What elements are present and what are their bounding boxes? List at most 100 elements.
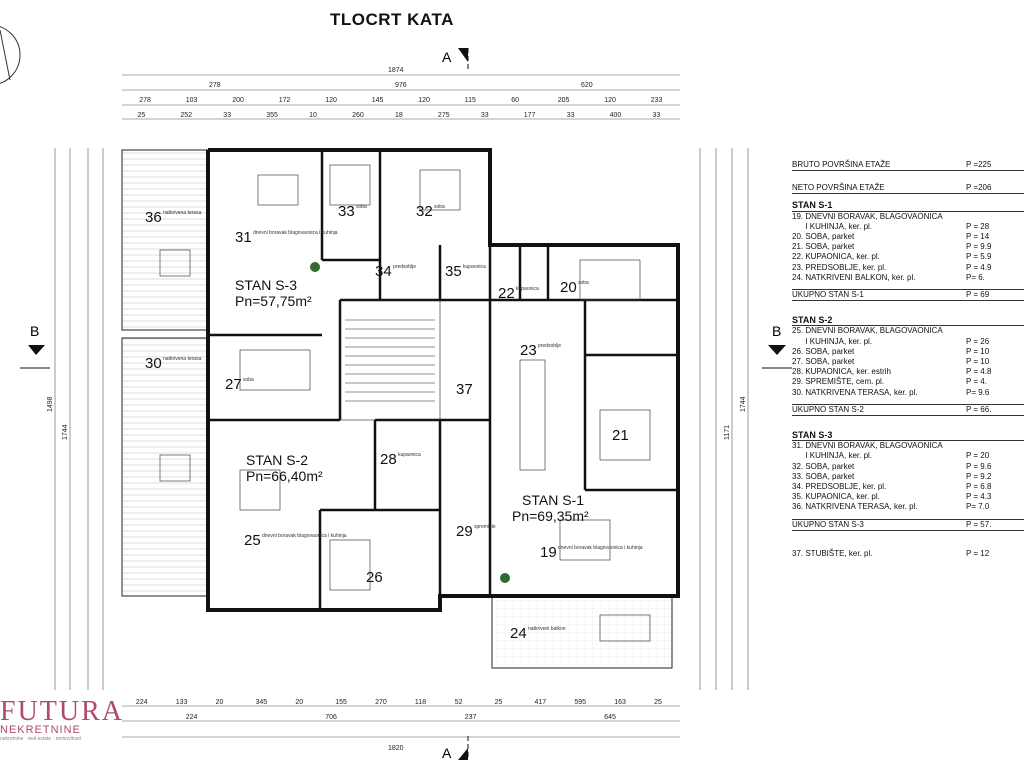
dimension-value: 20 — [295, 699, 303, 706]
row-label: 21. SOBA, parket — [792, 242, 855, 252]
room-name: soba — [578, 280, 589, 286]
room-number: 34 — [375, 263, 392, 280]
dimension-value: 706 — [325, 714, 337, 721]
room-name: natkrivena terasa — [163, 210, 202, 216]
row-label: 29. SPREMIŠTE, cem. pl. — [792, 377, 885, 387]
logo-tag: nekretnine · real estate · nemovitosti — [0, 736, 81, 742]
furniture — [159, 164, 651, 642]
bed-33 — [329, 164, 371, 206]
room-name: soba — [243, 377, 254, 383]
row-label: 32. SOBA, parket — [792, 461, 855, 471]
dimension-value: 620 — [581, 82, 593, 89]
dimension-value: 417 — [535, 699, 547, 706]
section-label: B — [772, 323, 781, 339]
dimension-value: 18 — [395, 112, 403, 119]
dimension-value: 120 — [418, 97, 430, 104]
dimension-value: 33 — [653, 112, 661, 119]
row-label: 36. NATKRIVENA TERASA, ker. pl. — [792, 502, 918, 512]
row-value: P = 4.8 — [966, 367, 992, 377]
room-name: soba — [434, 204, 445, 210]
table-row: 36. NATKRIVENA TERASA, ker. pl.P= 7.0 — [792, 502, 1024, 512]
section-label: A — [442, 745, 452, 761]
room-name: dnevni boravak blagovaonica i kuhinja — [558, 545, 643, 551]
dimension-value: 275 — [438, 112, 450, 119]
apt-label-s1: STAN S-1 — [522, 492, 584, 508]
left-overall-dim: 1498 — [47, 396, 54, 412]
dimension-value: 278 — [139, 97, 151, 104]
dimension-value: 118 — [415, 699, 426, 706]
row-value: P = 6.8 — [966, 482, 992, 492]
apt-area-s2: Pn=66,40m² — [246, 468, 323, 484]
row-label: 28. KUPAONICA, ker. estrih — [792, 367, 891, 377]
total-value: P = 69 — [966, 290, 990, 300]
bruto-label: BRUTO POVRŠINA ETAŽE — [792, 160, 891, 169]
dimension-value: 145 — [372, 97, 384, 104]
left-overall-dim-2: 1744 — [62, 424, 69, 440]
row-label: 24. NATKRIVENI BALKON, ker. pl. — [792, 272, 916, 282]
row-label: 25. DNEVNI BORAVAK, BLAGOVAONICA — [792, 326, 943, 336]
north-arrow-icon — [0, 26, 21, 84]
row-label: 20. SOBA, parket — [792, 232, 855, 242]
dimension-value: 645 — [604, 714, 616, 721]
bed-21 — [599, 409, 651, 461]
room-name: spremište — [474, 524, 496, 530]
plant-icon — [500, 573, 510, 583]
dimension-value: 270 — [375, 699, 387, 706]
row-value: P = 14 — [966, 232, 990, 242]
stairs-row: 37. STUBIŠTE, ker. pl. P = 12 — [792, 549, 1024, 559]
row-value: P = 9.6 — [966, 461, 992, 471]
area-table: BRUTO POVRŠINA ETAŽE P =225 NETO POVRŠIN… — [792, 160, 1024, 559]
room-number: 35 — [445, 263, 462, 280]
room-number: 21 — [612, 427, 629, 444]
dimension-value: 120 — [604, 97, 616, 104]
dimension-value: 33 — [481, 112, 489, 119]
dimension-value: 976 — [395, 82, 407, 89]
apt-area-s1: Pn=69,35m² — [512, 508, 589, 524]
room-name: kupaonica — [463, 264, 486, 270]
balcony-24-area — [491, 595, 673, 669]
neto-value: P =206 — [966, 183, 992, 193]
dimension-value: 60 — [511, 97, 519, 104]
neto-label: NETO POVRŠINA ETAŽE — [792, 183, 885, 193]
room-number: 31 — [235, 229, 252, 246]
dimension-value: 1820 — [388, 745, 404, 752]
dimension-value: 595 — [574, 699, 586, 706]
section-header: STAN S-1 — [792, 200, 1024, 212]
row-value: P = 28 — [966, 221, 990, 231]
table-row: 23. PREDSOBLJE, ker. pl.P = 4.9 — [792, 263, 1024, 273]
row-label: I KUHINJA, ker. pl. — [792, 221, 873, 231]
section-label: A — [442, 49, 452, 65]
room-name: predsoblje — [538, 343, 561, 349]
row-value — [966, 441, 1024, 451]
dimension-value: 163 — [614, 699, 626, 706]
dining-25 — [239, 469, 281, 511]
total-label: UKUPNO STAN S-1 — [792, 290, 864, 300]
room-number: 25 — [244, 532, 261, 549]
dimension-value: 177 — [524, 112, 536, 119]
plant-icon — [310, 262, 320, 272]
neto-row: NETO POVRŠINA ETAŽE P =206 — [792, 183, 1024, 195]
logo-sub: NEKRETNINE — [0, 724, 81, 736]
table-row: 30. NATKRIVENA TERASA, ker. pl.P= 9.6 — [792, 388, 1024, 398]
room-number: 29 — [456, 523, 473, 540]
room-number: 26 — [366, 569, 383, 586]
apt-label-s3: STAN S-3 — [235, 277, 297, 293]
dimension-value: 133 — [176, 699, 188, 706]
terrace-30-area — [121, 337, 209, 597]
room-number: 28 — [380, 451, 397, 468]
table-row: 29. SPREMIŠTE, cem. pl.P = 4. — [792, 377, 1024, 387]
row-label: 34. PREDSOBLJE, ker. pl. — [792, 482, 887, 492]
room-name: natkrivena terasa — [163, 356, 202, 362]
row-value: P = 4.9 — [966, 262, 992, 272]
staircase — [339, 299, 441, 421]
room-number: 30 — [145, 355, 162, 372]
logo-main: FUTURA — [0, 696, 125, 727]
stairs-value: P = 12 — [966, 548, 990, 558]
